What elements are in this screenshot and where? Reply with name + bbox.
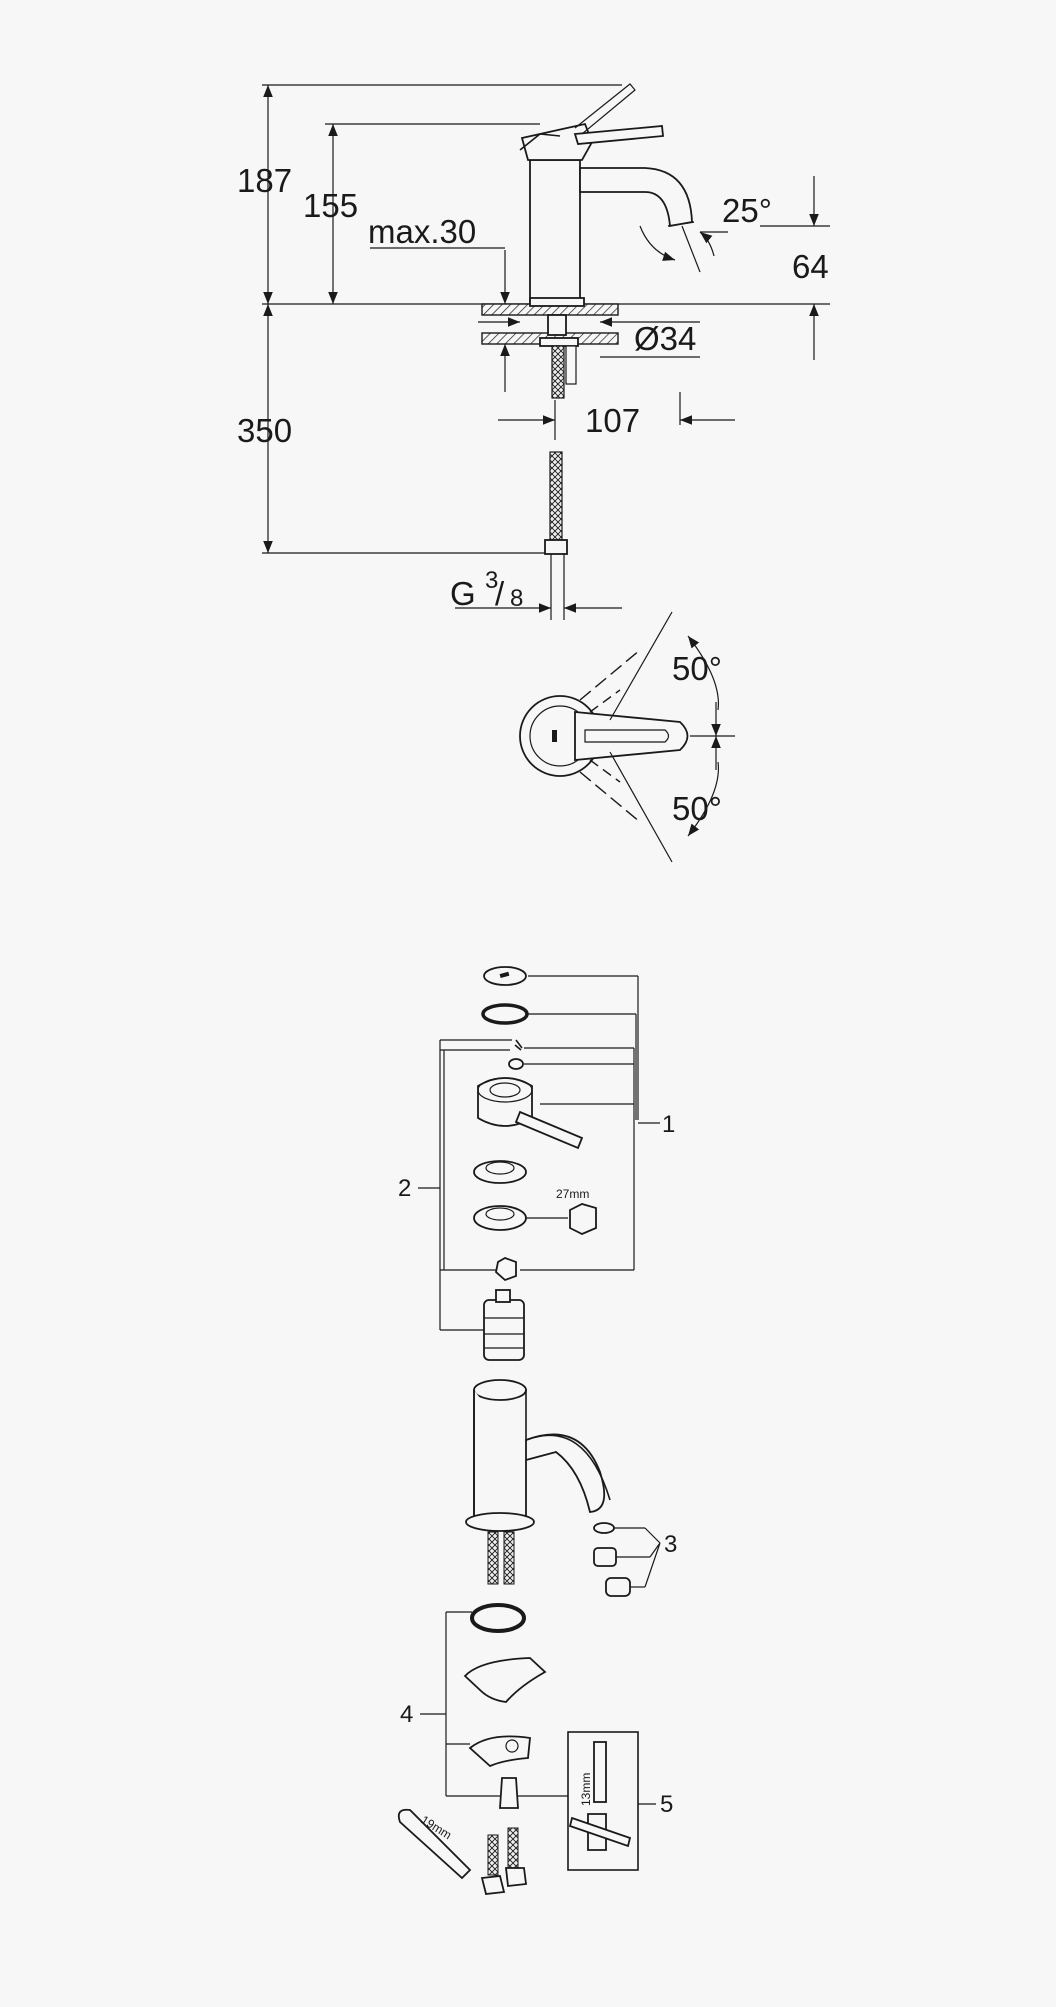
tool-key-shaft <box>593 1741 607 1803</box>
bracket-2 <box>418 1039 512 1331</box>
top-view-indicator <box>552 730 557 742</box>
part-cartridge-nut-inner <box>485 1207 515 1221</box>
part-hose-top-left <box>487 1531 499 1585</box>
part-o-ring-top <box>481 1003 529 1025</box>
svg-text:8: 8 <box>510 585 523 612</box>
rot-top-label: 50° <box>672 650 722 687</box>
part-lever-handle-hole <box>489 1082 521 1098</box>
part-clamp-hole <box>505 1739 519 1753</box>
rot-bottom-arc <box>687 761 720 837</box>
top-view-lever-slot <box>584 729 670 743</box>
tool-label-13mm: 13mm <box>579 1773 593 1806</box>
lever-ghost-down-b <box>589 759 621 783</box>
part-cover-ring-inner <box>485 1161 515 1175</box>
part-washer <box>508 1058 524 1070</box>
part-adapter <box>495 1257 517 1282</box>
bracket-3 <box>614 1527 661 1588</box>
rot-top-arc <box>687 635 720 711</box>
svg-text:/: / <box>495 575 505 612</box>
mount-stud <box>547 314 567 336</box>
part-button-cap-mark <box>499 971 510 978</box>
spout <box>579 167 693 228</box>
lever-raised <box>574 83 636 135</box>
part-label-3: 3 <box>664 1531 677 1558</box>
part-cover-ring <box>473 1160 527 1184</box>
part-hose-bottom-left <box>487 1834 499 1876</box>
part-lever-handle-top <box>477 1077 533 1103</box>
side-view <box>262 83 830 620</box>
part-clamp-plate <box>468 1735 531 1768</box>
hose-upper-left <box>551 345 565 399</box>
bracket-1 <box>520 975 660 1271</box>
part-body-outline <box>473 1390 611 1520</box>
part-threaded-stud <box>499 1777 519 1809</box>
rot-bottom-ref <box>609 751 673 863</box>
part-lever-arm <box>514 1110 584 1150</box>
part-cartridge-stem <box>495 1289 511 1303</box>
part-hose-top-right <box>503 1531 515 1585</box>
angle-25-arc-right <box>699 231 715 257</box>
lever <box>573 125 664 145</box>
mount-nut <box>539 337 579 347</box>
dim-25deg-label: 25° <box>722 192 772 229</box>
tool-label-27mm: 27mm <box>556 1187 589 1201</box>
part-body-base <box>465 1512 535 1532</box>
hose-end-fitting <box>544 539 568 555</box>
tool-hex-socket <box>569 1203 597 1235</box>
part-cartridge <box>483 1299 525 1361</box>
part-aerator-insert <box>605 1577 631 1597</box>
base-ring <box>529 297 585 307</box>
spout-outlet <box>667 221 695 227</box>
dim-thread-label: G 3 / 8 <box>450 567 523 612</box>
part-aerator <box>593 1547 617 1567</box>
lever-ghost-up-a <box>579 649 641 701</box>
faucet-body <box>529 159 581 305</box>
part-screw <box>514 1039 523 1051</box>
dim-107-label: 107 <box>585 402 640 439</box>
lever-ghost-down-a <box>579 771 641 823</box>
dim-187-label: 187 <box>237 162 292 199</box>
tool-key-box <box>567 1731 639 1871</box>
rot-top-ref <box>609 611 673 721</box>
angle-25-line <box>681 225 701 273</box>
part-o-ring-base <box>470 1603 526 1633</box>
top-view-lever <box>574 711 689 761</box>
part-label-1: 1 <box>662 1111 675 1138</box>
dim-diameter-label: Ø34 <box>634 320 696 357</box>
handle-cap <box>520 122 593 161</box>
part-body <box>473 1390 606 1521</box>
part-label-5: 5 <box>660 1791 673 1818</box>
hose-lower <box>549 451 563 543</box>
exploded-view <box>397 966 661 1895</box>
part-body-top <box>473 1379 527 1401</box>
angle-25-arc-left <box>639 225 676 261</box>
top-view <box>519 611 735 863</box>
part-label-2: 2 <box>398 1175 411 1202</box>
svg-text:G: G <box>450 575 476 612</box>
bracket-4 <box>420 1611 500 1797</box>
part-cartridge-nut <box>473 1205 527 1231</box>
dim-64-label: 64 <box>792 248 829 285</box>
dim-max30-label: max.30 <box>368 213 476 250</box>
dim-155-label: 155 <box>303 187 358 224</box>
tool-key-handle <box>568 1816 632 1848</box>
svg-text:3: 3 <box>485 567 498 594</box>
part-aerator-seal <box>593 1522 615 1534</box>
part-hose-nut-right <box>504 1867 528 1887</box>
rod-upper <box>565 345 577 385</box>
handle-cap-edge <box>519 133 561 151</box>
rot-bottom-label: 50° <box>672 790 722 827</box>
part-hose-nut-left <box>480 1875 506 1895</box>
tool-spanner <box>397 1808 472 1880</box>
lever-ghost-up-b <box>589 689 621 713</box>
part-label-4: 4 <box>400 1701 413 1728</box>
dim-350-label: 350 <box>237 412 292 449</box>
part-washer-plate <box>463 1657 547 1703</box>
